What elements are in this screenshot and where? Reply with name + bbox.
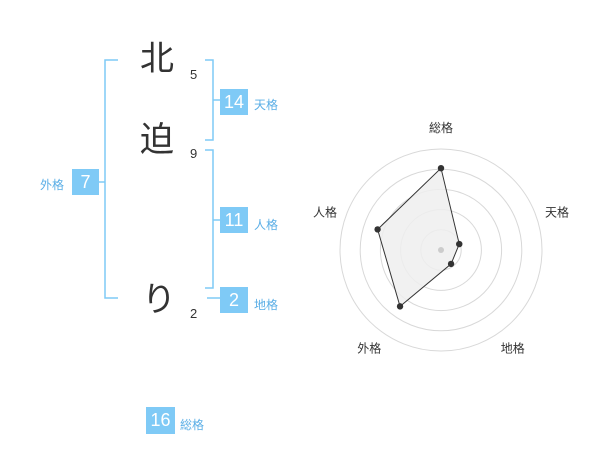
tenkaku-value-box: 14: [220, 89, 248, 115]
radar-area: [377, 167, 460, 308]
radar-point-3: [447, 260, 455, 268]
jinkaku-bracket: [205, 149, 214, 289]
tenkaku-label: 天格: [254, 98, 279, 112]
radar-axis-label: 総格: [429, 120, 453, 135]
chikaku-value-box: 2: [220, 287, 248, 313]
radar-axis-label: 地格: [501, 341, 525, 356]
radar-axis-label: 人格: [313, 204, 337, 219]
radar-axis-label: 外格: [357, 341, 381, 356]
name-char-3-strokes: 2: [190, 306, 198, 321]
radar-point-1: [437, 164, 445, 172]
name-char-1-strokes: 5: [190, 67, 198, 82]
radar-center-dot: [438, 247, 444, 253]
gaikaku-value-box: 7: [72, 169, 99, 195]
soukaku-label: 総格: [180, 418, 205, 432]
gaikaku-bracket: [104, 59, 118, 299]
name-char-3: り: [142, 280, 176, 320]
name-char-2-strokes: 9: [190, 146, 198, 161]
jinkaku-value-box: 11: [220, 207, 248, 233]
gaikaku-label: 外格: [40, 178, 65, 192]
radar-point-2: [456, 240, 463, 248]
soukaku-value-box: 16: [146, 407, 175, 434]
jinkaku-label: 人格: [254, 218, 279, 232]
name-char-2: 迫: [140, 120, 174, 160]
name-char-1: 北: [140, 39, 174, 79]
radar-ring: [339, 148, 543, 352]
chikaku-label: 地格: [254, 298, 279, 312]
radar-point-4: [396, 303, 404, 310]
radar-point-5: [374, 226, 381, 233]
radar-axis-label: 天格: [545, 204, 569, 219]
